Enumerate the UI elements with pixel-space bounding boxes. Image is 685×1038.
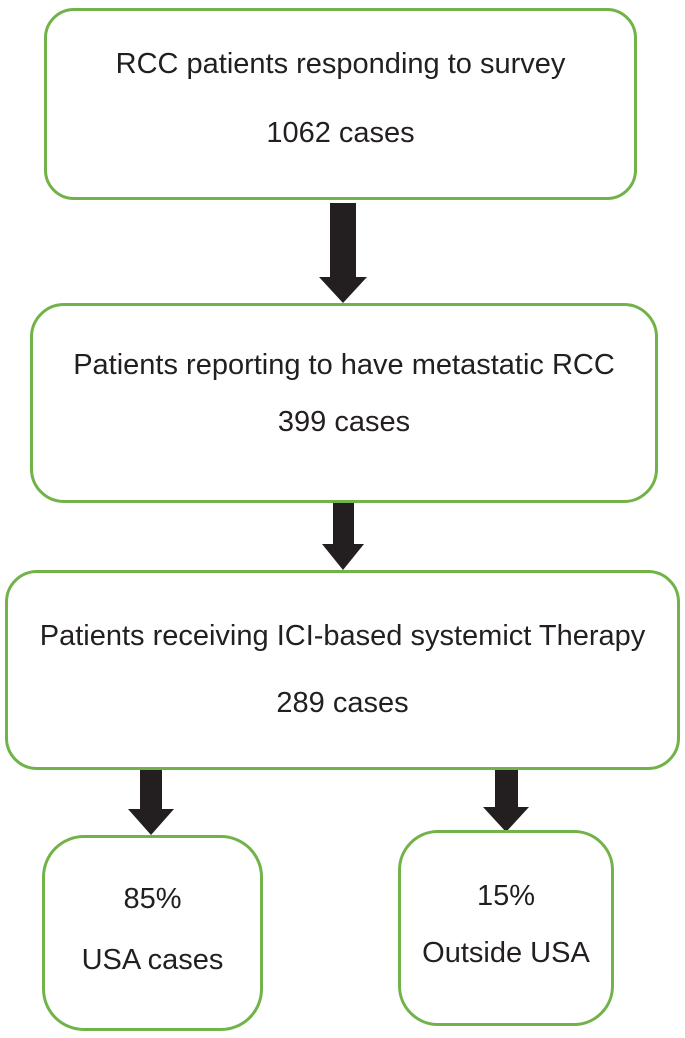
flow-box-usa-label: USA cases [81, 944, 224, 976]
flow-box-ici-therapy-label: Patients receiving ICI-based systemict T… [39, 620, 646, 652]
arrow-shaft [494, 770, 518, 807]
arrow-head-icon [322, 544, 364, 570]
flow-box-survey-label: RCC patients responding to survey [115, 48, 566, 80]
flow-box-survey: RCC patients responding to survey 1062 c… [44, 8, 637, 200]
down-arrow-ici-to-outside-usa [483, 770, 529, 832]
arrow-head-icon [483, 807, 529, 832]
flow-box-ici-therapy-count: 289 cases [276, 687, 409, 719]
flow-box-outside-usa-percent: 15% [476, 880, 536, 912]
down-arrow-ici-to-usa [128, 770, 174, 835]
flow-box-metastatic: Patients reporting to have metastatic RC… [30, 303, 658, 503]
flow-box-usa-percent: 85% [123, 883, 182, 915]
flow-box-usa: 85% USA cases [42, 835, 263, 1031]
flow-box-survey-count: 1062 cases [266, 117, 415, 149]
down-arrow-metastatic-to-ici [322, 503, 364, 570]
flow-box-outside-usa-label: Outside USA [422, 937, 590, 969]
down-arrow-survey-to-metastatic [319, 203, 367, 303]
arrow-shaft [140, 770, 162, 809]
flow-box-metastatic-count: 399 cases [277, 406, 411, 438]
arrow-head-icon [319, 277, 367, 303]
flow-box-metastatic-label: Patients reporting to have metastatic RC… [73, 349, 615, 381]
arrow-shaft [330, 203, 356, 277]
flow-box-ici-therapy: Patients receiving ICI-based systemict T… [5, 570, 680, 770]
arrow-shaft [332, 503, 354, 544]
arrow-head-icon [128, 809, 174, 835]
flow-box-outside-usa: 15% Outside USA [398, 830, 614, 1026]
